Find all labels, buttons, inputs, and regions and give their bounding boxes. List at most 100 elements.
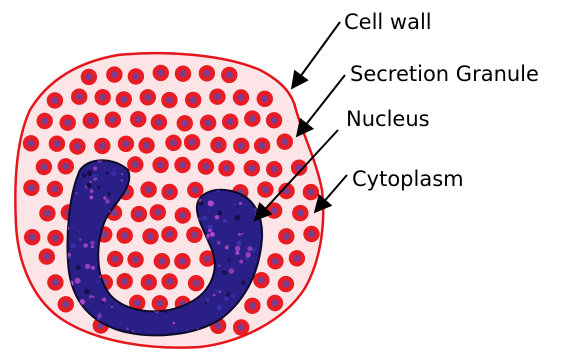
chromatin-speck [217,211,222,216]
granule-icon [152,157,168,173]
granule-icon [292,205,308,221]
chromatin-speck [129,330,132,333]
granule-icon [244,110,260,126]
granule-icon [303,184,319,200]
granule-icon [175,66,191,82]
chromatin-speck [215,215,219,219]
granule-icon [278,228,294,244]
granule-icon [233,89,249,105]
cell-wall-arrow [292,22,340,88]
chromatin-speck [83,243,88,248]
granule-icon [142,228,158,244]
granule-icon [254,138,270,154]
granule-icon [23,180,39,196]
granule-icon [69,138,85,154]
chromatin-speck [173,322,176,325]
chromatin-speck [89,295,92,298]
chromatin-speck [87,183,92,188]
granule-icon [81,69,97,85]
granule-icon [289,250,305,266]
granule-icon [140,89,156,105]
granule-icon [83,113,99,129]
chromatin-speck [79,238,81,240]
chromatin-speck [225,245,229,249]
chromatin-speck [225,291,231,297]
chromatin-speck [216,290,219,293]
chromatin-speck [202,216,207,221]
chromatin-speck [218,265,220,267]
chromatin-speck [186,329,188,331]
chromatin-speck [107,192,110,195]
granule-icon [199,65,215,81]
chromatin-speck [223,219,227,223]
granule-icon [140,181,156,197]
granule-icon [209,89,225,105]
granule-icon [116,91,132,107]
granule-icon [266,161,282,177]
chromatin-speck [90,196,94,200]
chromatin-speck [241,280,246,285]
granule-icon [233,138,249,154]
chromatin-speck [76,192,78,194]
granule-icon [150,204,166,220]
chromatin-speck [97,186,100,189]
granule-icon [58,296,74,312]
granule-icon [257,91,273,107]
chromatin-speck [90,241,94,245]
chromatin-speck [97,314,102,319]
granule-icon [174,253,190,269]
label-secretion-granule: Secretion Granule [350,62,539,86]
chromatin-speck [237,241,242,246]
chromatin-speck [238,233,241,236]
chromatin-speck [132,330,134,332]
granule-icon [47,92,63,108]
granule-icon [244,298,260,314]
chromatin-speck [87,171,92,176]
chromatin-speck [249,335,254,340]
granule-icon [177,115,193,131]
granule-icon [24,229,40,245]
chromatin-speck [85,264,90,269]
chromatin-speck [71,243,76,248]
granule-icon [154,253,170,269]
granule-icon [303,226,319,242]
chromatin-speck [91,266,95,270]
chromatin-speck [79,231,81,233]
granule-icon [58,158,74,174]
chromatin-speck [229,268,235,274]
granule-icon [188,275,204,291]
granule-icon [127,251,143,267]
chromatin-speck [113,168,115,170]
granule-icon [151,114,167,130]
chromatin-speck [236,251,240,255]
granule-icon [39,205,55,221]
granule-icon [165,135,181,151]
granule-icon [107,251,123,267]
granule-icon [71,89,87,105]
granule-icon [39,248,55,264]
granule-icon [106,66,122,82]
granule-icon [277,134,293,150]
chromatin-speck [208,229,211,232]
chromatin-speck [126,327,128,329]
chromatin-speck [91,245,94,248]
granule-icon [175,207,191,223]
chromatin-speck [90,181,92,183]
granule-icon [185,92,201,108]
granule-icon [36,159,52,175]
chromatin-speck [228,258,231,261]
granule-icon [200,115,216,131]
chromatin-speck [222,270,227,275]
chromatin-speck [252,248,256,252]
chromatin-speck [75,278,81,284]
chromatin-speck [91,339,93,341]
chromatin-speck [231,293,236,298]
granule-icon [59,115,75,131]
chromatin-speck [82,173,87,178]
granule-icon [257,181,273,197]
granule-icon [198,158,214,174]
chromatin-speck [224,296,229,301]
chromatin-speck [234,204,236,206]
chromatin-speck [217,305,222,310]
